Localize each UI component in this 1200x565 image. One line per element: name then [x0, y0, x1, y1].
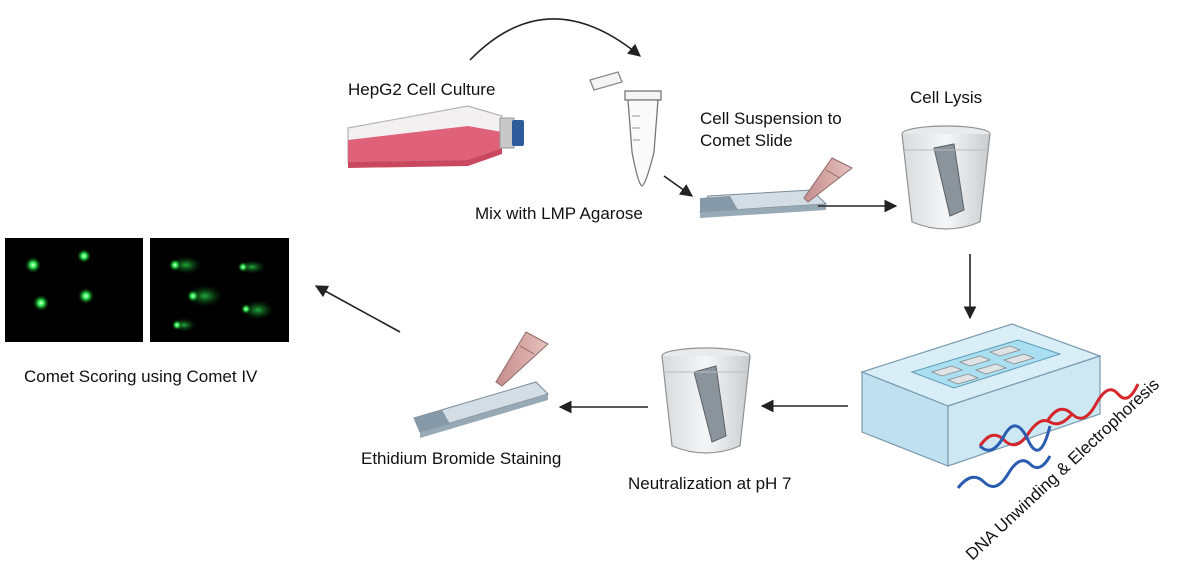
comet	[241, 304, 251, 314]
neutralization-beaker	[661, 347, 751, 454]
staining-pipette-tip	[495, 331, 549, 387]
comet-slide	[699, 189, 828, 218]
dna-strands	[956, 383, 1140, 489]
flow-arrows	[314, 18, 977, 414]
arrow-staining-to-scoring	[314, 285, 401, 333]
culture-flask	[347, 105, 524, 168]
pipette-tip	[803, 157, 853, 203]
label-culture: HepG2 Cell Culture	[348, 80, 496, 99]
label-scoring: Comet Scoring using Comet IV	[24, 367, 258, 386]
lysis-beaker	[901, 125, 991, 230]
arrow-culture-to-tube	[469, 18, 641, 61]
comet	[172, 320, 182, 330]
comet	[187, 290, 199, 302]
label-suspension: Cell Suspension to Comet Slide	[700, 109, 842, 150]
label-lysis: Cell Lysis	[910, 88, 983, 107]
label-mix: Mix with LMP Agarose	[475, 204, 643, 223]
microcentrifuge-tube	[589, 71, 662, 187]
staining-slide	[413, 381, 549, 438]
label-staining: Ethidium Bromide Staining	[361, 449, 562, 468]
electrophoresis-tank	[860, 323, 1102, 467]
comet-image-damaged	[150, 238, 289, 342]
comet	[238, 262, 248, 272]
comet	[78, 288, 94, 304]
comet-image-undamaged	[5, 238, 143, 342]
comet	[77, 249, 91, 263]
comet	[25, 257, 41, 273]
comet	[33, 295, 49, 311]
comet	[169, 259, 181, 271]
label-neutralization: Neutralization at pH 7	[628, 474, 792, 493]
arrow-tube-to-slide	[663, 175, 694, 197]
